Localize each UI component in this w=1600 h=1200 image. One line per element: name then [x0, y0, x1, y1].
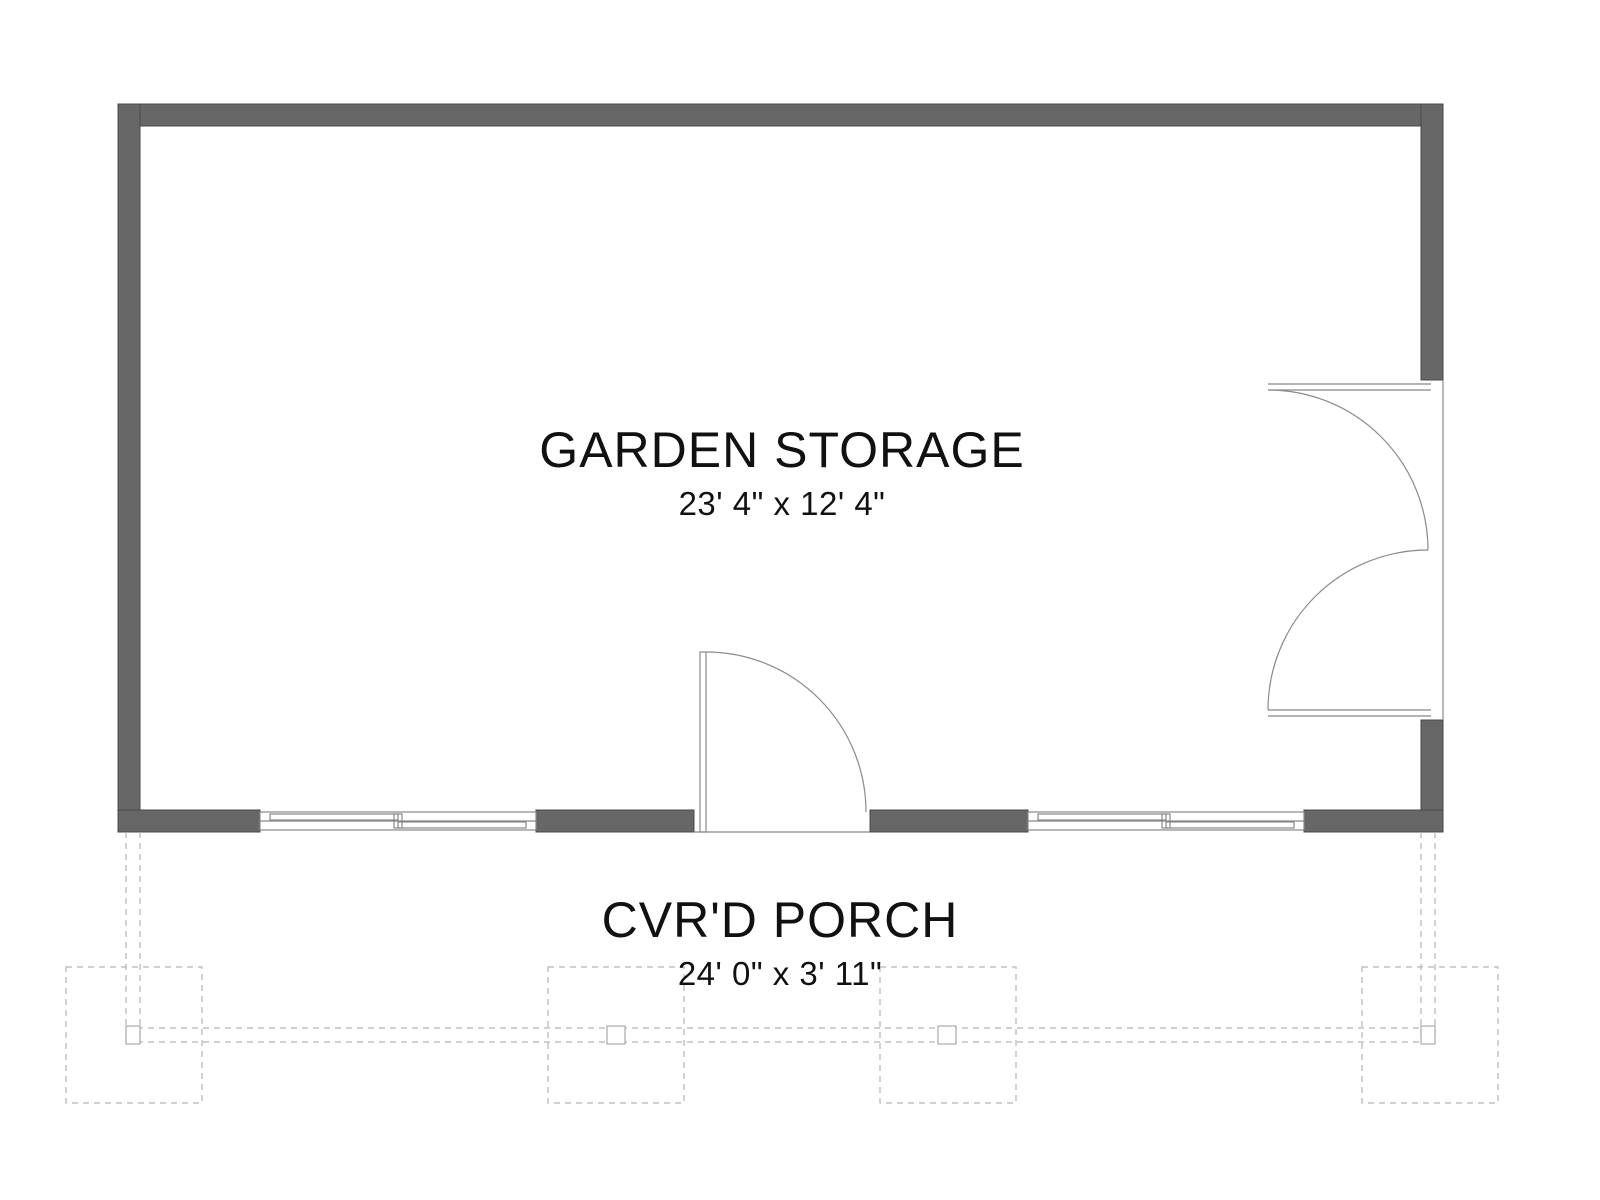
- room-name-porch: CVR'D PORCH: [602, 892, 959, 948]
- footing-2: [547, 966, 685, 1104]
- wall-bottom-3: [869, 809, 1029, 833]
- door-front: [694, 651, 870, 833]
- door-double-right: [1267, 380, 1444, 720]
- post-1: [125, 1025, 141, 1045]
- window-left: [259, 811, 537, 831]
- window-right: [1027, 811, 1305, 831]
- wall-bottom-2: [535, 809, 695, 833]
- room-dimensions-garden-storage: 23' 4" x 12' 4": [679, 485, 886, 522]
- wall-left: [117, 103, 141, 833]
- post-3: [937, 1025, 957, 1045]
- wall-top: [117, 103, 1444, 127]
- room-name-garden-storage: GARDEN STORAGE: [539, 422, 1024, 478]
- wall-right-upper: [1420, 103, 1444, 381]
- wall-bottom-4: [1303, 809, 1444, 833]
- porch-outline: [65, 832, 1499, 1104]
- wall-bottom-1: [117, 809, 261, 833]
- footing-1: [65, 966, 203, 1104]
- post-4: [1420, 1025, 1436, 1045]
- footing-4: [1361, 966, 1499, 1104]
- room-dimensions-porch: 24' 0" x 3' 11": [678, 955, 882, 992]
- footing-3: [879, 966, 1017, 1104]
- post-2: [606, 1025, 626, 1045]
